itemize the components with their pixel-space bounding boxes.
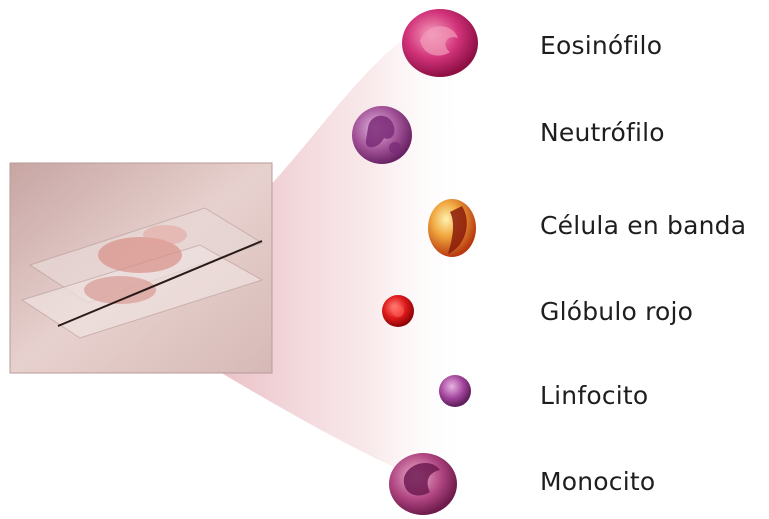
microscope-slide-icon bbox=[10, 163, 272, 373]
label-lymphocyte: Linfocito bbox=[540, 381, 648, 410]
label-monocyte: Monocito bbox=[540, 467, 655, 496]
red-blood-cell-icon bbox=[382, 295, 414, 327]
label-neutrophil: Neutrófilo bbox=[540, 118, 665, 147]
label-eosinophil: Eosinófilo bbox=[540, 31, 662, 60]
eosinophil-icon bbox=[402, 9, 478, 77]
lymphocyte-icon bbox=[439, 375, 471, 407]
neutrophil-icon bbox=[352, 106, 412, 164]
band-cell-icon bbox=[428, 199, 476, 257]
label-red-blood-cell: Glóbulo rojo bbox=[540, 297, 693, 326]
monocyte-icon bbox=[389, 453, 457, 515]
label-band-cell: Célula en banda bbox=[540, 211, 746, 240]
